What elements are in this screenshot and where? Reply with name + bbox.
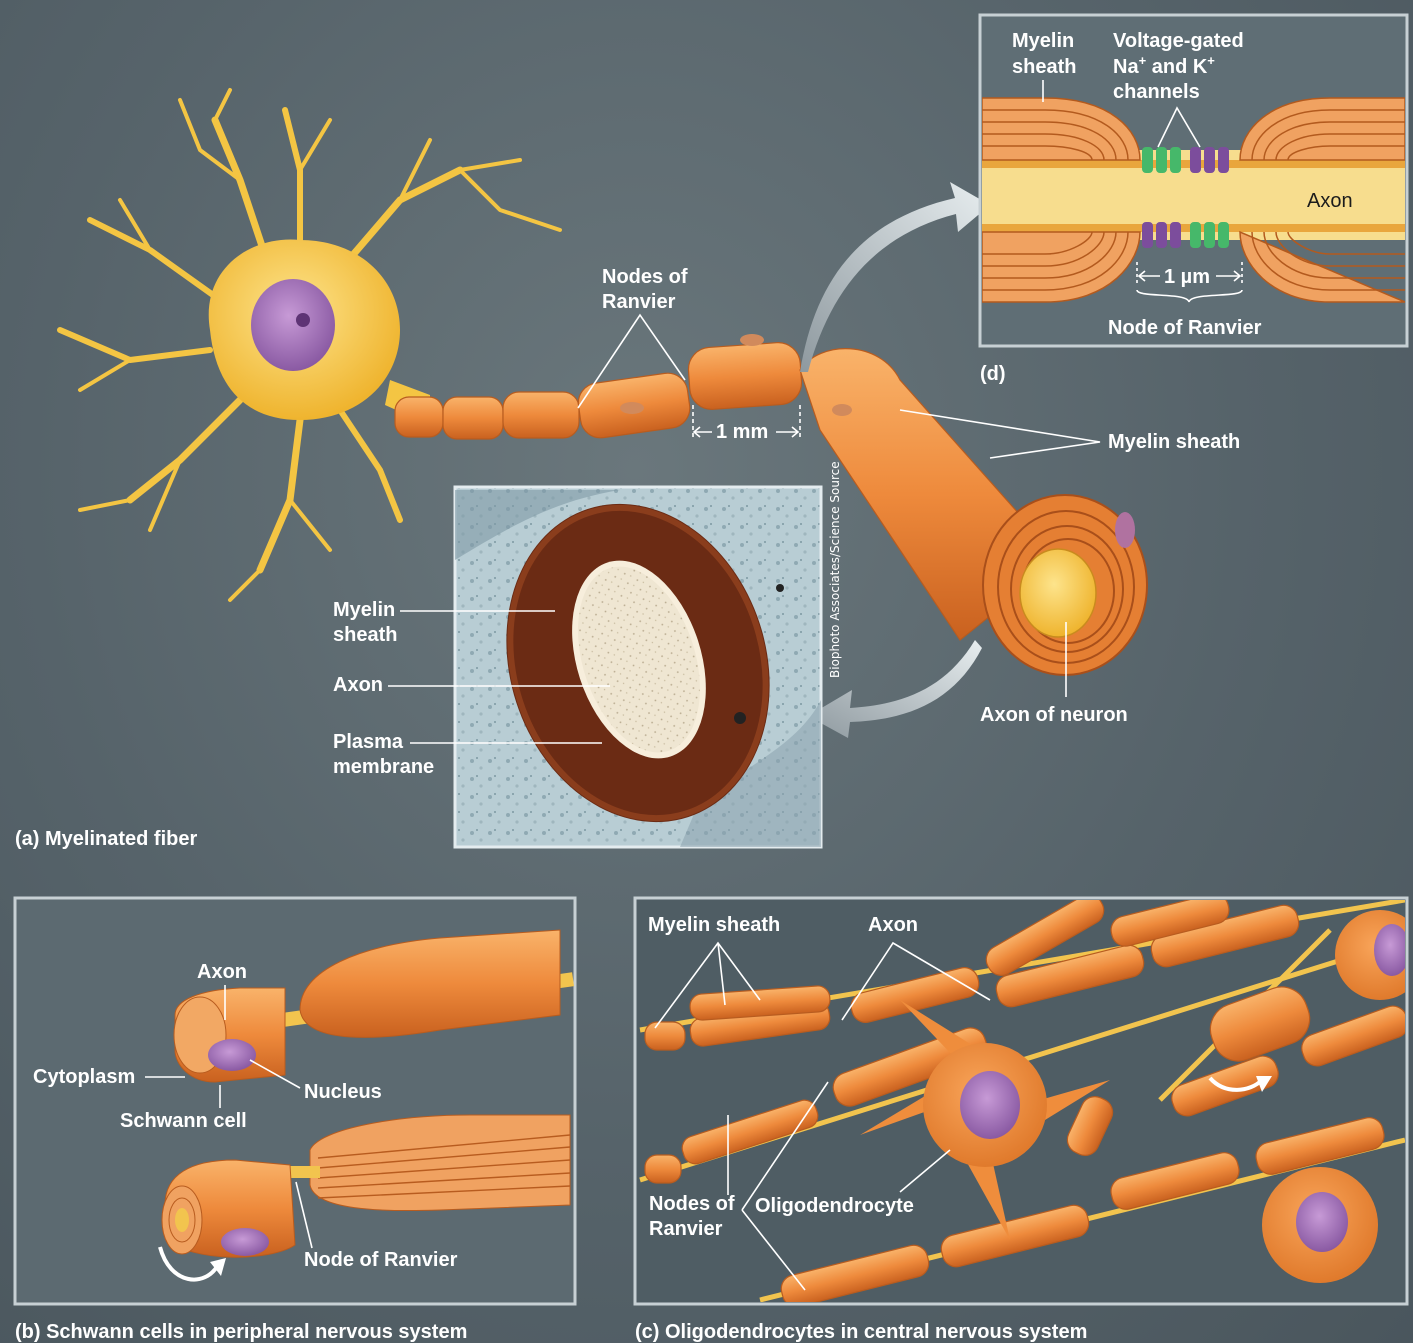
nodes-of-ranvier-label-1: Nodes of xyxy=(602,266,688,288)
micrograph-plasma-label-1: Plasma xyxy=(333,731,404,753)
panel-a-caption: (a) Myelinated fiber xyxy=(15,828,197,850)
schwann-cell-panel: Axon Cytoplasm Nucleus Schwann cell Node… xyxy=(15,898,575,1304)
b-axon-label: Axon xyxy=(197,961,247,983)
detail-myelin-label-1: Myelin xyxy=(1012,30,1074,52)
axon-of-neuron-label: Axon of neuron xyxy=(980,704,1128,726)
micrograph-myelin-label-2: sheath xyxy=(333,624,397,646)
c-oligodendrocyte-label: Oligodendrocyte xyxy=(755,1195,914,1217)
nucleus xyxy=(251,279,335,371)
detail-myelin-label-2: sheath xyxy=(1012,56,1076,78)
c-nodes-label-1: Nodes of xyxy=(649,1193,735,1215)
c-nodes-label-2: Ranvier xyxy=(649,1218,723,1240)
electron-micrograph: Myelin sheath Axon Plasma membrane Bioph… xyxy=(333,461,842,856)
panel-c-caption: (c) Oligodendrocytes in central nervous … xyxy=(635,1321,1087,1343)
detail-channels-label-2: Na+ and K+ xyxy=(1113,53,1215,78)
b-cytoplasm-label: Cytoplasm xyxy=(33,1066,135,1088)
myelin-sheath-label-a: Myelin sheath xyxy=(1108,431,1240,453)
axon-cross-section xyxy=(983,495,1147,675)
micrograph-axon-label: Axon xyxy=(333,674,383,696)
detail-channels-label-1: Voltage-gated xyxy=(1113,30,1244,52)
c-myelin-label: Myelin sheath xyxy=(648,914,780,936)
nodes-of-ranvier-label-2: Ranvier xyxy=(602,291,676,313)
panel-d-caption: (d) xyxy=(980,363,1006,385)
b-schwann-label: Schwann cell xyxy=(120,1110,247,1132)
detail-axon-label: Axon xyxy=(1307,190,1353,212)
detail-node-label: Node of Ranvier xyxy=(1108,317,1262,339)
arrow-to-detail xyxy=(800,182,990,372)
scale-label-1um: 1 µm xyxy=(1164,266,1210,288)
micrograph-plasma-label-2: membrane xyxy=(333,756,434,778)
oligodendrocyte-panel: Myelin sheath Axon Nodes of Ranvier Olig… xyxy=(635,890,1413,1310)
c-axon-label: Axon xyxy=(868,914,918,936)
scale-bar-1mm: 1 mm xyxy=(693,405,800,443)
scale-label-1mm: 1 mm xyxy=(716,421,768,443)
panel-b-caption: (b) Schwann cells in peripheral nervous … xyxy=(15,1321,467,1343)
b-node-label: Node of Ranvier xyxy=(304,1249,458,1271)
detail-channels-label-3: channels xyxy=(1113,81,1200,103)
photo-credit: Biophoto Associates/Science Source xyxy=(828,461,842,678)
b-nucleus-label: Nucleus xyxy=(304,1081,382,1103)
node-of-ranvier-detail: Myelin sheath Voltage-gated Na+ and K+ c… xyxy=(980,15,1407,346)
micrograph-myelin-label-1: Myelin xyxy=(333,599,395,621)
